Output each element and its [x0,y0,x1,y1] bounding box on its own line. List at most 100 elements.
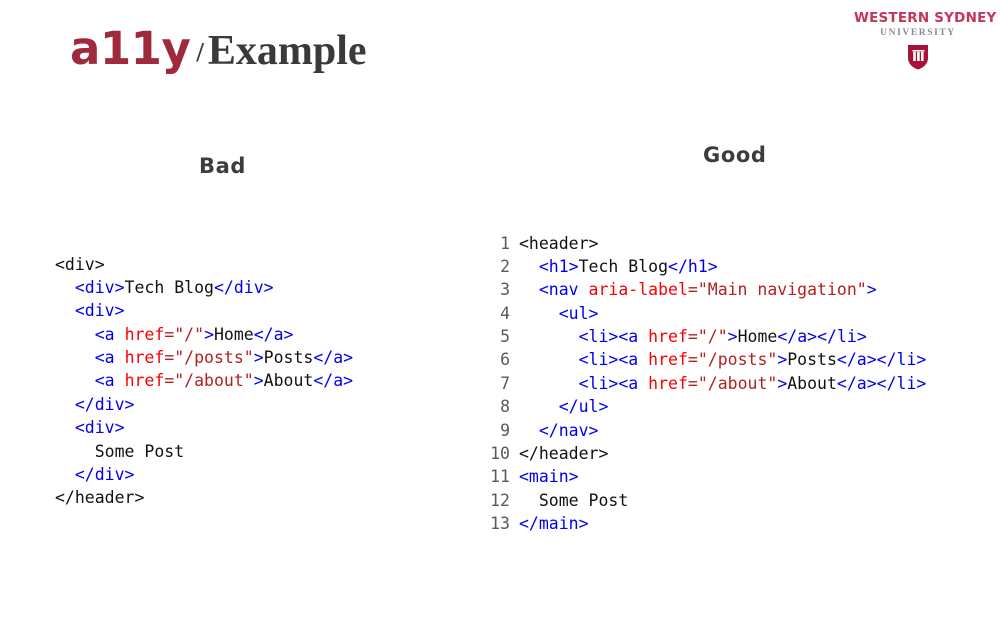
logo-wordmark-primary: WESTERN SYDNEY [854,10,997,26]
code-line-number: 13 [490,514,510,534]
code-token-tag: <a [94,371,125,391]
code-token-plain: Home [214,324,254,344]
code-token-plain: </header> [519,444,609,464]
code-token-tag: <nav [538,280,589,300]
code-token-tag: </nav> [538,420,599,440]
code-token-tag: </a></li> [777,327,867,347]
code-line: </div> [55,463,353,486]
code-token-attr: href [124,348,165,368]
code-indent [55,371,95,390]
code-token-tag: > [727,327,738,347]
code-token-tag: <div> [74,301,125,321]
code-indent [55,301,75,320]
code-token-tag: </ul> [558,397,609,417]
code-token-plain: Tech Blog [578,256,669,276]
code-indent [55,278,75,297]
code-line: 7 <li><a href="/about">About</a></li> [486,372,926,395]
code-token-val: ="/about" [164,371,254,391]
code-token-tag: <a [94,348,125,368]
code-line: <div>Tech Blog</div> [55,276,353,299]
shield-crest-icon [908,45,928,70]
code-token-tag: > [204,324,214,344]
code-indent [519,421,539,440]
code-token-tag: <li><a [578,373,649,393]
code-indent [519,280,539,299]
code-token-tag: > [777,350,788,370]
code-token-tag: </main> [519,514,589,534]
code-line-number: 9 [500,420,510,440]
code-indent [55,348,95,367]
code-indent [519,397,559,416]
code-token-tag: </div> [213,277,274,297]
code-token-tag: > [253,348,264,368]
code-line: 3 <nav aria-label="Main navigation"> [486,278,926,301]
code-token-tag: </a> [313,348,354,368]
code-line: 9 </nav> [486,419,926,442]
code-token-attr: href [648,350,688,370]
title-primary: a11y [70,22,191,75]
code-block-bad: <div> <div>Tech Blog</div> <div> <a href… [55,253,353,510]
code-line-number: 2 [500,256,510,276]
code-token-attr: aria-label [588,280,688,300]
code-line: 6 <li><a href="/posts">Posts</a></li> [486,348,926,371]
code-token-tag: </h1> [668,256,718,276]
code-line-number: 7 [500,373,510,393]
western-sydney-university-logo: WESTERN SYDNEY UNIVERSITY [854,10,997,74]
code-line-number: 4 [500,303,510,323]
code-line: <a href="/about">About</a> [55,369,353,392]
code-token-tag: </a> [313,371,354,391]
code-token-tag: </div> [74,394,135,414]
code-line: 1<header> [486,232,926,255]
code-indent [519,327,579,346]
code-token-plain: Posts [787,350,837,370]
code-line: 5 <li><a href="/">Home</a></li> [486,325,926,348]
code-token-tag: <main> [519,467,579,487]
code-line: 11 <main> [486,465,926,488]
code-token-plain: Some Post [94,441,185,461]
code-token-plain: Tech Blog [124,277,214,297]
code-token-attr: href [124,371,165,391]
code-indent [55,442,95,461]
code-token-attr: href [124,324,165,344]
code-token-tag: </a></li> [836,373,927,393]
title-secondary: Example [207,28,367,74]
code-indent [55,418,75,437]
code-token-tag: <div> [74,418,125,438]
code-line: 8 </ul> [486,395,926,418]
code-line: 4 <ul> [486,302,926,325]
code-line: 2 <h1>Tech Blog</h1> [486,255,926,278]
code-indent [519,350,579,369]
logo-wordmark-secondary: UNIVERSITY [880,27,956,38]
code-line: <div> [55,253,353,276]
code-indent [55,465,75,484]
page-title: a11y/Example [70,26,367,72]
code-token-tag: <div> [74,277,125,297]
code-token-tag: > [866,280,877,300]
code-line: </div> [55,393,353,416]
code-token-plain: About [263,371,314,391]
code-line: 10 </header> [486,442,926,465]
column-heading-good: Good [703,143,767,167]
slide-header: a11y/Example WESTERN SYDNEY UNIVERSITY [0,0,1000,100]
column-heading-bad: Bad [199,154,247,178]
code-token-tag: <a [94,324,125,344]
code-token-plain: <div> [55,254,105,274]
code-token-plain: Home [737,327,778,347]
code-indent [519,257,539,276]
code-line: 13 </main> [486,512,926,535]
code-token-tag: </a></li> [836,350,927,370]
code-token-tag: <li><a [578,350,649,370]
code-line-number: 3 [500,280,510,300]
code-line-number: 12 [490,490,510,510]
code-token-tag: > [777,373,788,393]
code-line-number: 5 [500,327,510,347]
code-line-number: 10 [490,444,510,464]
code-line-number: 6 [500,350,510,370]
code-token-plain: Some Post [538,490,629,510]
code-token-plain: Posts [263,348,314,368]
code-line: 12 Some Post [486,489,926,512]
code-indent [55,395,75,414]
code-token-val: ="Main navigation" [687,280,867,300]
code-line: <a href="/">Home</a> [55,323,353,346]
code-line-number: 11 [490,467,510,487]
